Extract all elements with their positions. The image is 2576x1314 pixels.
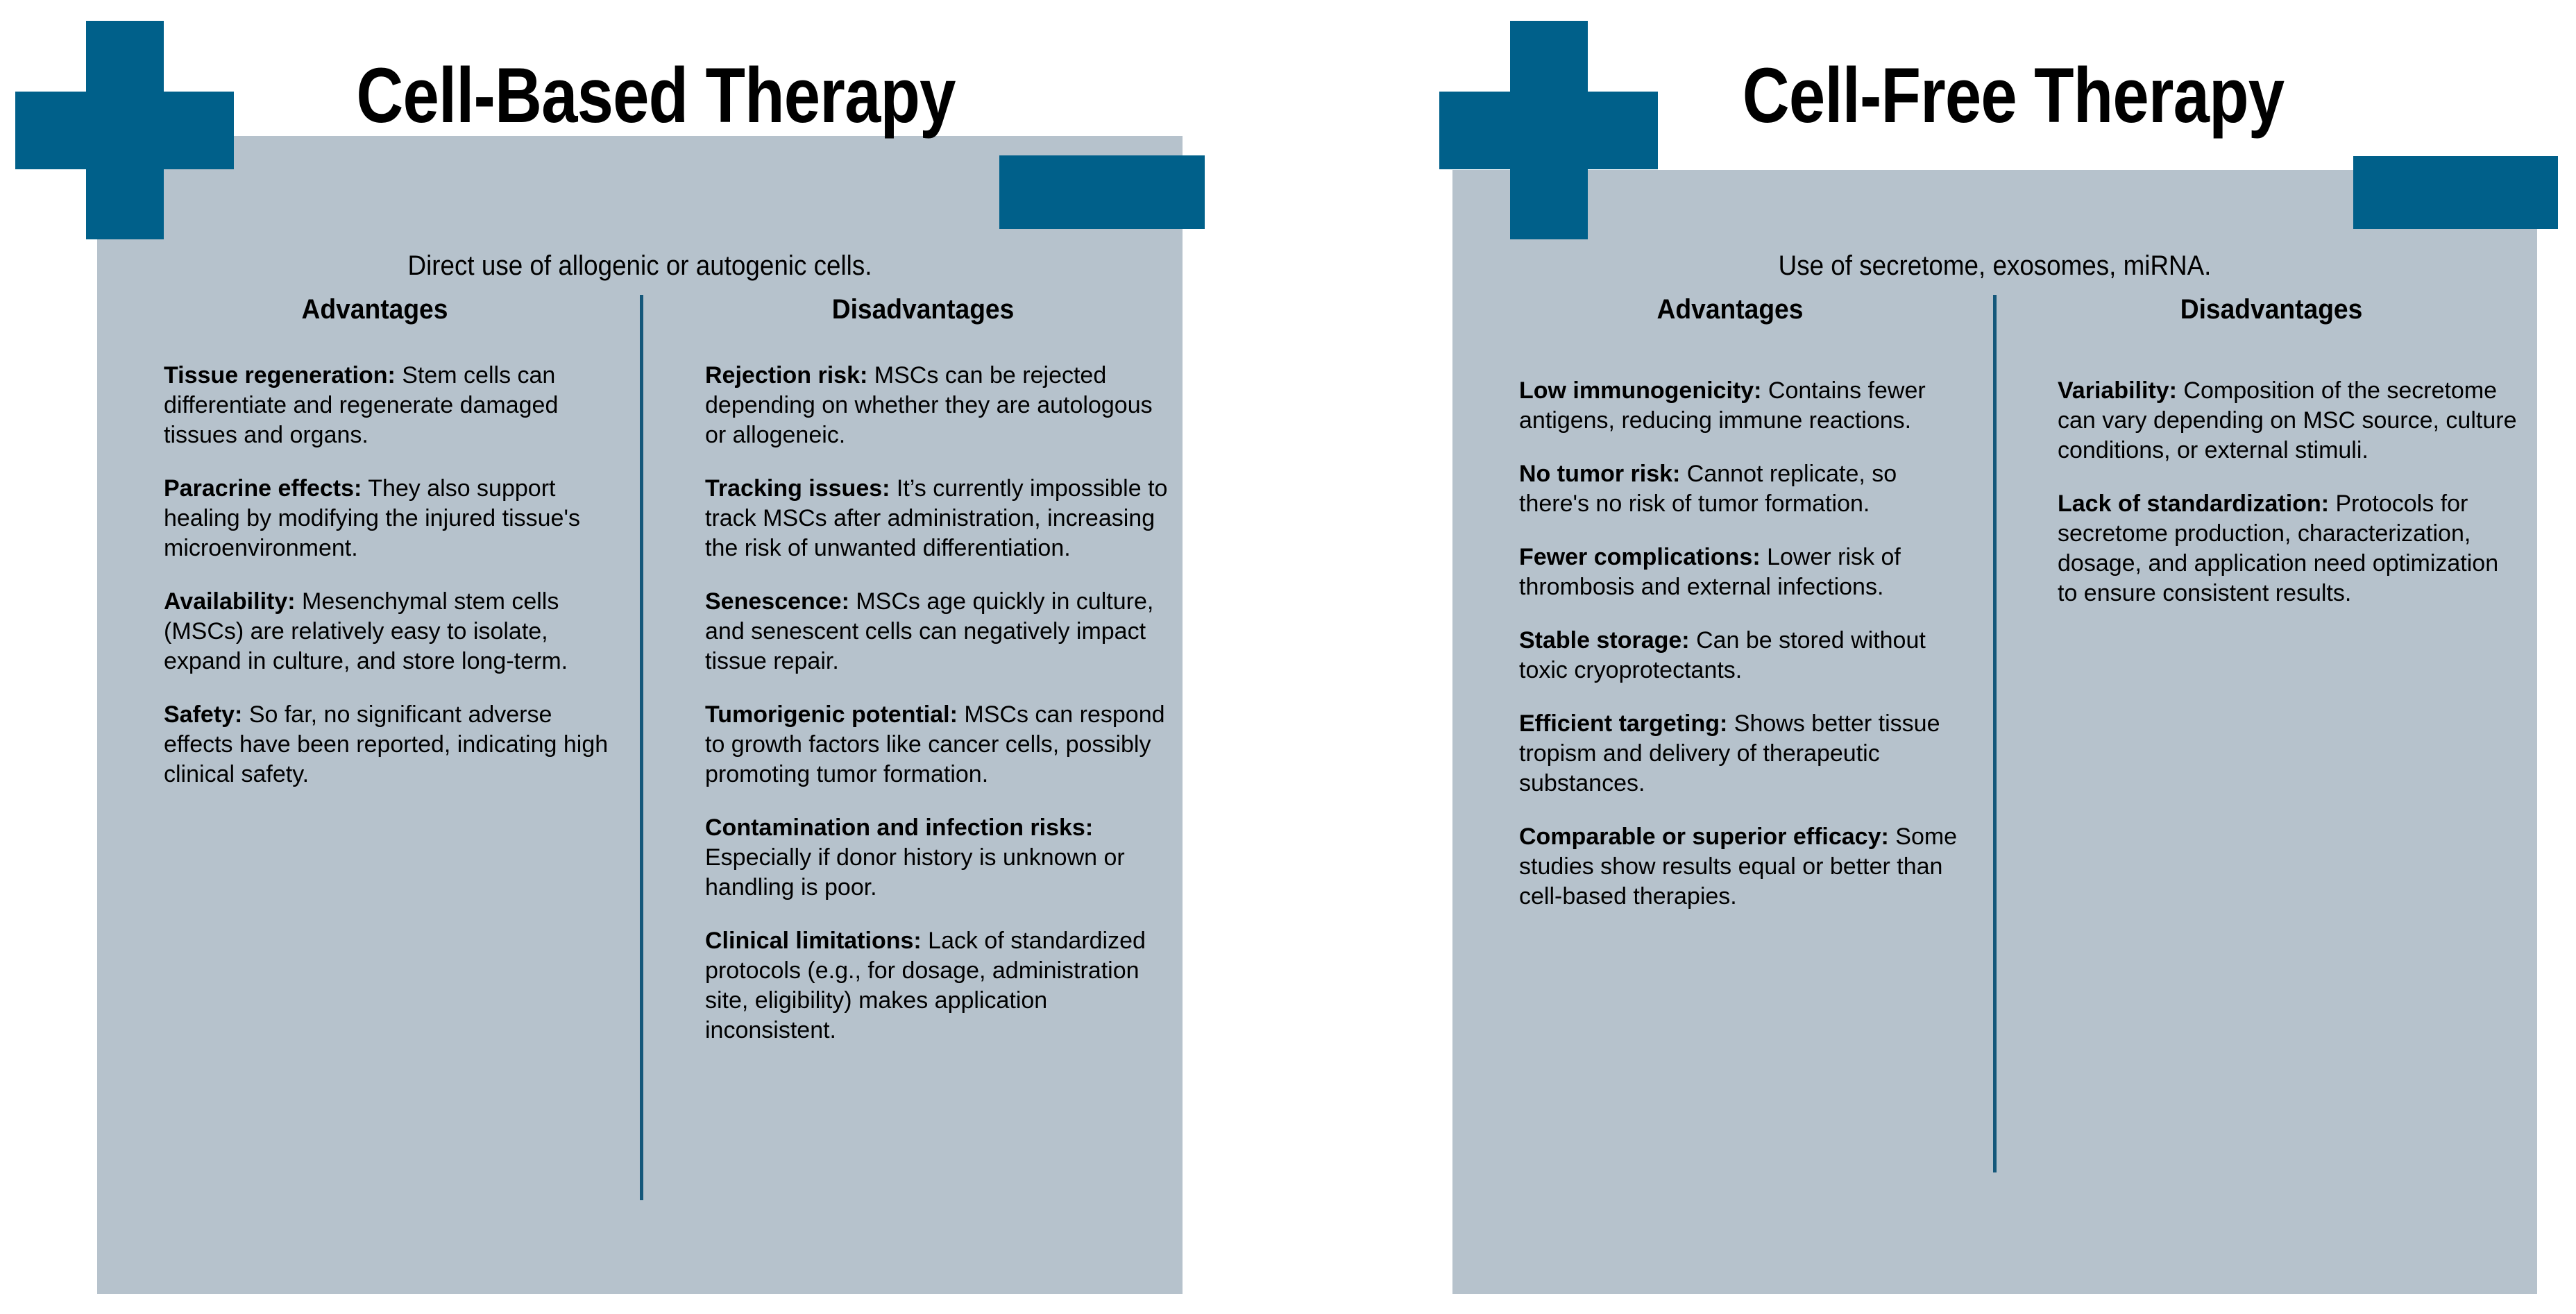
entry-text: Cannot replicate, so there's no risk of … <box>1519 461 1897 517</box>
entry-term: Availability: <box>164 588 296 615</box>
entry-text: Shows better tissue tropism and delivery… <box>1519 710 1940 796</box>
panel-title: Cell-Free Therapy <box>1742 52 2285 139</box>
entry-term: No tumor risk: <box>1519 461 1681 487</box>
entry-text: MSCs age quickly in culture, and senesce… <box>705 588 1154 674</box>
list-item: Safety: So far, no significant adverse e… <box>164 700 616 790</box>
entry-term: Comparable or superior efficacy: <box>1519 824 1889 850</box>
entry-term: Efficient targeting: <box>1519 710 1728 737</box>
entry-term: Tracking issues: <box>705 475 890 502</box>
list-item: Tissue regeneration: Stem cells can diff… <box>164 361 616 450</box>
disadvantages-header: Disadvantages <box>2180 294 2363 325</box>
list-item: Availability: Mesenchymal stem cells (MS… <box>164 587 616 676</box>
medical-cross-icon <box>0 0 278 278</box>
entry-text: Contains fewer antigens, reducing immune… <box>1519 377 1926 434</box>
list-item: Tumorigenic potential: MSCs can respond … <box>705 700 1173 790</box>
advantages-list: Low immunogenicity: Contains fewer antig… <box>1473 376 1987 912</box>
list-item: Fewer complications: Lower risk of throm… <box>1519 543 1973 602</box>
entry-term: Clinical limitations: <box>705 928 922 954</box>
entry-text: Mesenchymal stem cells (MSCs) are relati… <box>164 588 568 674</box>
advantages-header: Advantages <box>301 294 448 325</box>
entry-term: Contamination and infection risks: <box>705 814 1094 841</box>
entry-term: Paracrine effects: <box>164 475 362 502</box>
entry-text: Protocols for secretome production, char… <box>2058 490 2499 606</box>
column-divider <box>640 295 643 1200</box>
panel-subtitle: Direct use of allogenic or autogenic cel… <box>407 250 872 281</box>
entry-term: Tumorigenic potential: <box>705 701 958 728</box>
list-item: Senescence: MSCs age quickly in culture,… <box>705 587 1173 676</box>
entry-term: Rejection risk: <box>705 362 868 389</box>
list-item: Variability: Composition of the secretom… <box>2058 376 2517 466</box>
list-item: Clinical limitations: Lack of standardiz… <box>705 926 1173 1046</box>
entry-term: Lack of standardization: <box>2058 490 2330 517</box>
entry-term: Tissue regeneration: <box>164 362 396 389</box>
medical-cross-icon <box>1424 0 1702 278</box>
entry-term: Low immunogenicity: <box>1519 377 1762 404</box>
cross-horizontal-bar <box>15 92 234 169</box>
disadvantages-column: Disadvantages Rejection risk: MSCs can b… <box>666 291 1180 1064</box>
entry-term: Stable storage: <box>1519 627 1690 654</box>
advantages-header: Advantages <box>1656 294 1804 325</box>
accent-bar <box>2353 156 2558 229</box>
entry-text: MSCs can be rejected depending on whethe… <box>705 362 1153 448</box>
advantages-column: Advantages Low immunogenicity: Contains … <box>1473 291 1987 930</box>
list-item: Comparable or superior efficacy: Some st… <box>1519 822 1973 912</box>
entry-text: It’s currently impossible to track MSCs … <box>705 475 1168 561</box>
entry-text: Composition of the secretome can vary de… <box>2058 377 2517 463</box>
entry-text: So far, no significant adverse effects h… <box>164 701 609 787</box>
disadvantages-column: Disadvantages Variability: Composition o… <box>2015 291 2528 626</box>
list-item: No tumor risk: Cannot replicate, so ther… <box>1519 459 1973 519</box>
list-item: Contamination and infection risks: Espec… <box>705 813 1173 903</box>
entry-text: They also support healing by modifying t… <box>164 475 580 561</box>
disadvantages-list: Rejection risk: MSCs can be rejected dep… <box>666 361 1180 1046</box>
list-item: Lack of standardization: Protocols for s… <box>2058 489 2517 608</box>
entry-term: Fewer complications: <box>1519 544 1761 570</box>
advantages-column: Advantages Tissue regeneration: Stem cel… <box>118 291 632 808</box>
entry-text: MSCs can respond to growth factors like … <box>705 701 1165 787</box>
entry-text: Can be stored without toxic cryoprotecta… <box>1519 627 1926 683</box>
panel-cell-free-therapy: Cell-Free Therapy Use of secretome, exos… <box>1288 0 2576 1314</box>
list-item: Low immunogenicity: Contains fewer antig… <box>1519 376 1973 436</box>
accent-bar <box>999 155 1205 229</box>
entry-text: Some studies show results equal or bette… <box>1519 824 1958 910</box>
column-divider <box>1993 295 1997 1172</box>
list-item: Stable storage: Can be stored without to… <box>1519 626 1973 685</box>
entry-text: Lack of standardized protocols (e.g., fo… <box>705 928 1146 1043</box>
entry-term: Variability: <box>2058 377 2177 404</box>
cross-horizontal-bar <box>1439 92 1658 169</box>
entry-term: Safety: <box>164 701 243 728</box>
disadvantages-list: Variability: Composition of the secretom… <box>2015 376 2528 608</box>
disadvantages-header: Disadvantages <box>831 294 1015 325</box>
entry-term: Senescence: <box>705 588 849 615</box>
panel-cell-based-therapy: Cell-Based Therapy Direct use of allogen… <box>0 0 1205 1294</box>
list-item: Tracking issues: It’s currently impossib… <box>705 474 1173 563</box>
list-item: Efficient targeting: Shows better tissue… <box>1519 709 1973 799</box>
list-item: Paracrine effects: They also support hea… <box>164 474 616 563</box>
entry-text: Stem cells can differentiate and regener… <box>164 362 559 448</box>
panel-title: Cell-Based Therapy <box>356 52 956 139</box>
entry-text: Especially if donor history is unknown o… <box>705 844 1125 901</box>
list-item: Rejection risk: MSCs can be rejected dep… <box>705 361 1173 450</box>
panel-subtitle: Use of secretome, exosomes, miRNA. <box>1778 250 2212 281</box>
entry-text: Lower risk of thrombosis and external in… <box>1519 544 1901 600</box>
advantages-list: Tissue regeneration: Stem cells can diff… <box>118 361 632 790</box>
